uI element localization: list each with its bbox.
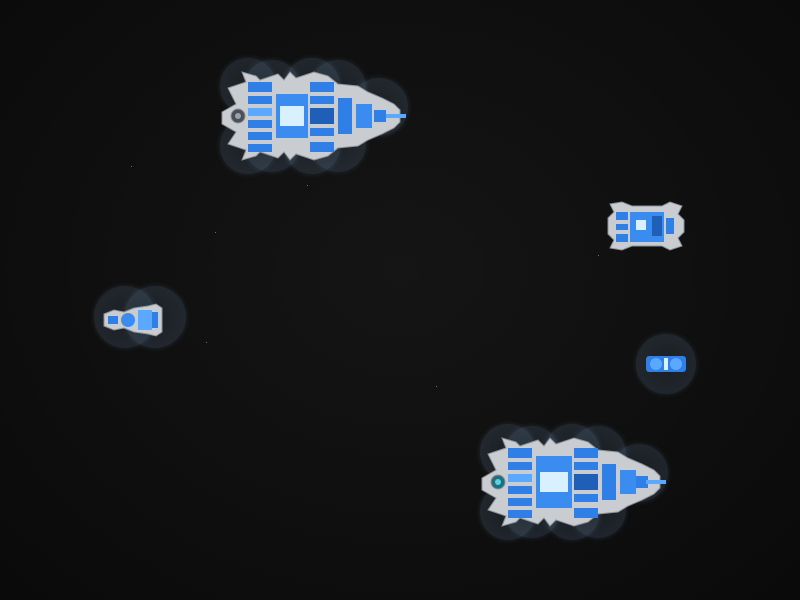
cruiser-hull bbox=[221, 71, 406, 161]
star bbox=[215, 232, 216, 233]
frigate-hull bbox=[607, 201, 685, 251]
star bbox=[598, 255, 599, 256]
star bbox=[206, 342, 207, 343]
drone-ship-east[interactable] bbox=[636, 334, 696, 394]
star bbox=[307, 185, 308, 186]
star bbox=[131, 166, 132, 167]
corvette-ship-west[interactable] bbox=[94, 284, 190, 360]
frigate-ship-east[interactable] bbox=[606, 200, 688, 252]
cruiser-ship-south[interactable] bbox=[478, 424, 678, 544]
corvette-hull bbox=[103, 303, 163, 337]
drone-hull bbox=[646, 356, 686, 372]
star bbox=[436, 386, 437, 387]
cruiser-hull bbox=[481, 437, 666, 527]
cruiser-ship-north[interactable] bbox=[218, 58, 418, 178]
